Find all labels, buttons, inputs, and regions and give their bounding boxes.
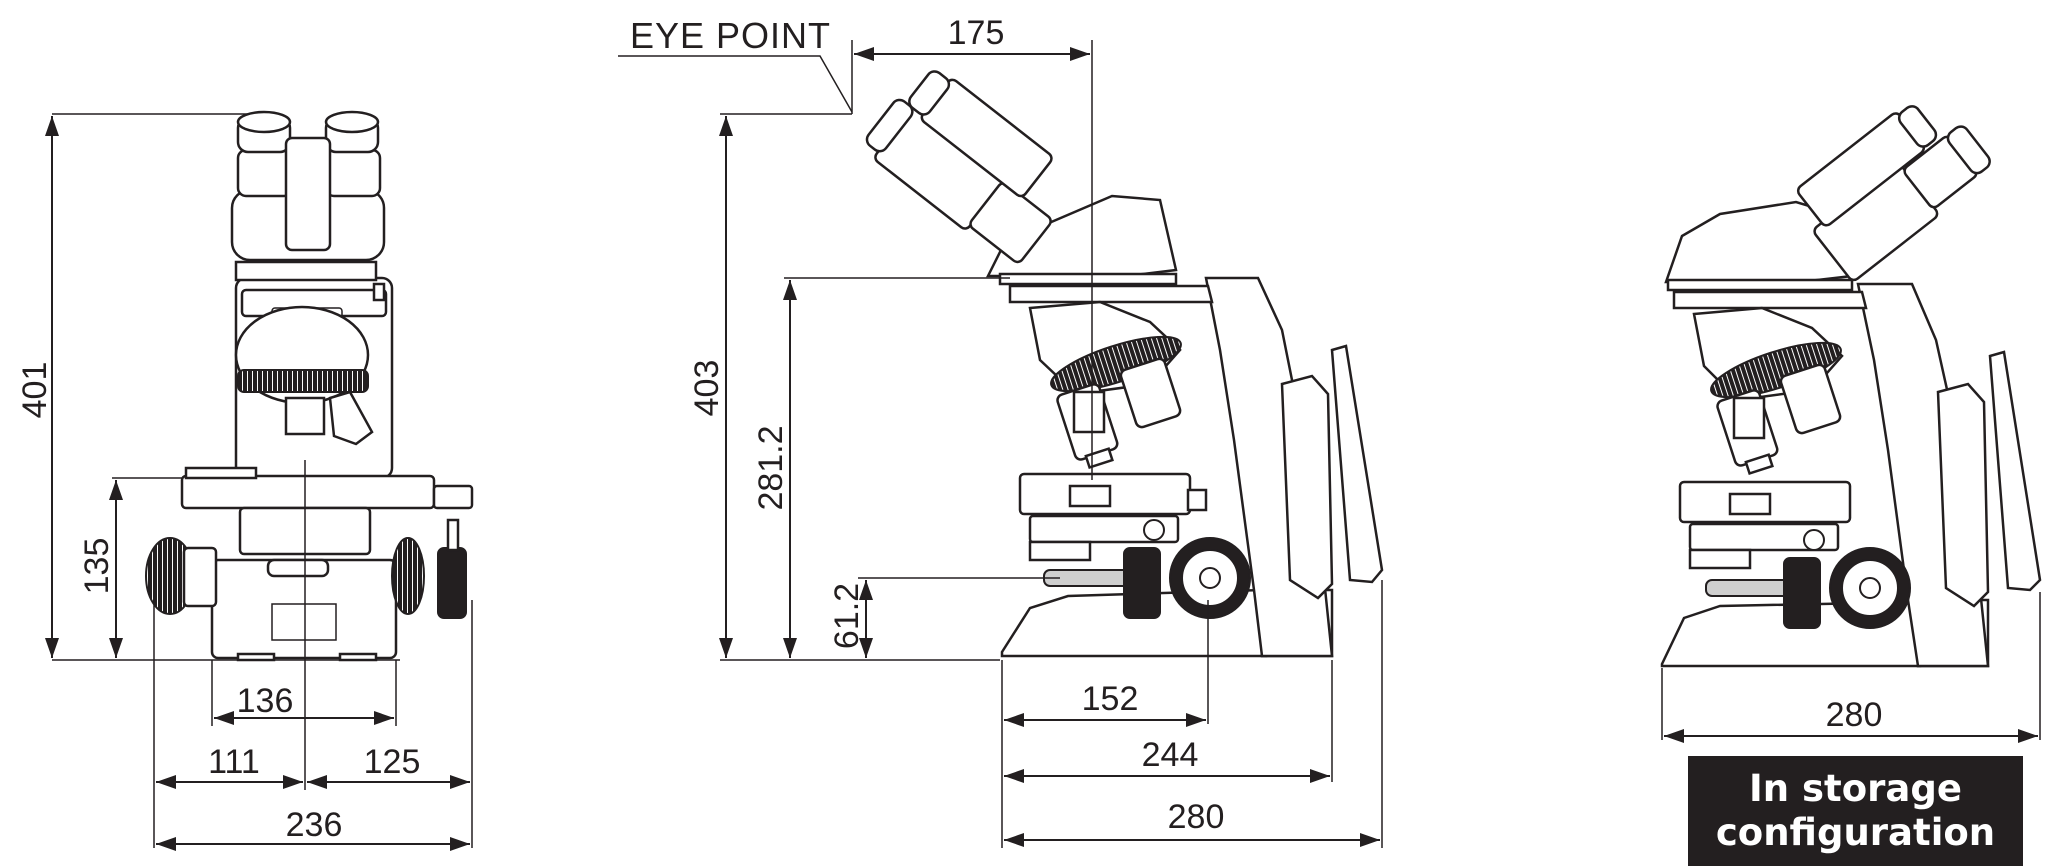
side-depth-152: 152 <box>1082 680 1139 718</box>
side-view: EYE POINT 175 403 281.2 61.2 152 244 280 <box>618 14 1384 848</box>
front-microscope <box>145 110 474 662</box>
front-stage-height-135: 135 <box>78 538 116 595</box>
front-view: 401 135 136 111 125 236 <box>16 110 474 851</box>
front-height-401: 401 <box>16 362 54 419</box>
front-left-width-111: 111 <box>208 743 260 781</box>
front-total-width-236: 236 <box>286 806 343 844</box>
side-eyepiece-offset-175: 175 <box>948 14 1005 52</box>
front-base-width-136: 136 <box>237 682 294 720</box>
storage-view: 280 <box>1660 105 2042 743</box>
side-depth-244: 244 <box>1142 736 1199 774</box>
side-height-403: 403 <box>688 360 726 417</box>
side-arm-height-281-2: 281.2 <box>752 425 790 510</box>
side-depth-280: 280 <box>1168 798 1225 836</box>
side-condenser-height-61-2: 61.2 <box>828 583 866 649</box>
storage-microscope <box>1660 105 2042 668</box>
side-microscope <box>865 70 1384 658</box>
front-right-width-125: 125 <box>364 743 421 781</box>
storage-configuration-label: In storage configuration <box>1688 756 2023 866</box>
storage-depth-280: 280 <box>1826 696 1883 734</box>
storage-configuration-text: In storage configuration <box>1715 767 1996 854</box>
eye-point-label: EYE POINT <box>630 15 831 56</box>
